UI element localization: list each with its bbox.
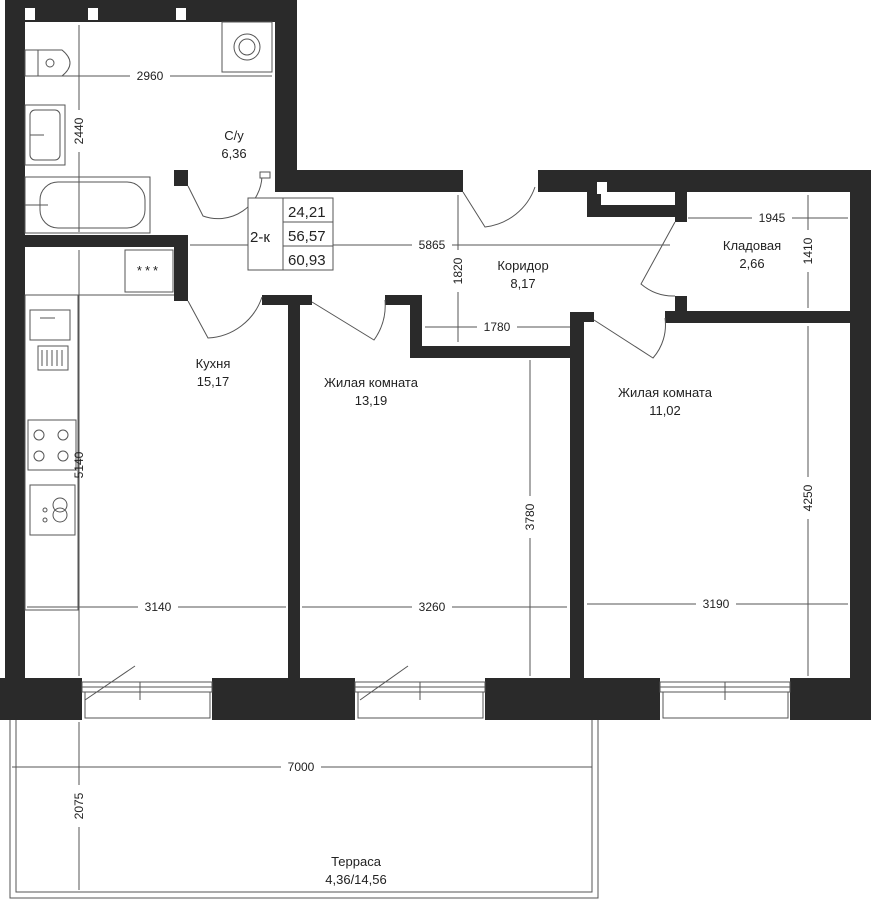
dim-corridor-niche: 1780: [484, 320, 511, 334]
dim-storage-depth: 1410: [801, 237, 815, 264]
dim-corridor-length: 5865: [419, 238, 446, 252]
living2-area: 11,02: [649, 403, 681, 418]
room-labels: С/у 6,36 Коридор 8,17 Кладовая 2,66 Кухн…: [137, 128, 781, 887]
dimension-labels: 2960 2440 5865 1820 1780 1945 1410 5140 …: [72, 69, 815, 827]
dim-storage-width: 1945: [759, 211, 786, 225]
kitchen-name: Кухня: [196, 356, 231, 371]
dim-terrace-width: 7000: [288, 760, 315, 774]
bathroom-area: 6,36: [221, 146, 246, 161]
dim-living2-depth: 4250: [801, 484, 815, 511]
dim-terrace-depth: 2075: [72, 792, 86, 819]
total-with-terrace-value: 60,93: [288, 252, 326, 269]
living-area-value: 24,21: [288, 204, 326, 221]
walls: [0, 0, 871, 720]
dim-living1-depth: 3780: [523, 503, 537, 530]
total-area-value: 56,57: [288, 228, 326, 245]
storage-area: 2,66: [739, 256, 764, 271]
doors: [187, 171, 676, 359]
corridor-area: 8,17: [510, 276, 535, 291]
living1-area: 13,19: [355, 393, 388, 408]
dim-living1-width: 3260: [419, 600, 446, 614]
terrace-area: 4,36/14,56: [325, 872, 386, 887]
stove-marks: ***: [137, 263, 161, 278]
bathroom-fixtures: [24, 21, 273, 234]
windows: [81, 665, 791, 719]
dim-living2-width: 3190: [703, 597, 730, 611]
bathroom-name: С/у: [224, 128, 244, 143]
dim-corridor-depth: 1820: [451, 257, 465, 284]
kitchen-fixtures: [24, 249, 174, 611]
dimension-lines: [12, 25, 848, 890]
dim-kitchen-depth: 5140: [72, 451, 86, 478]
area-summary-table: 2-к 24,21 56,57 60,93: [247, 197, 334, 271]
terrace: [9, 720, 599, 899]
dim-bath-width: 2960: [137, 69, 164, 83]
living1-name: Жилая комната: [324, 375, 419, 390]
corridor-name: Коридор: [497, 258, 548, 273]
apartment-type: 2-к: [250, 229, 270, 246]
living2-name: Жилая комната: [618, 385, 713, 400]
kitchen-area: 15,17: [197, 374, 230, 389]
storage-name: Кладовая: [723, 238, 781, 253]
dim-kitchen-width: 3140: [145, 600, 172, 614]
terrace-name: Терраса: [331, 854, 382, 869]
dim-bath-height: 2440: [72, 117, 86, 144]
